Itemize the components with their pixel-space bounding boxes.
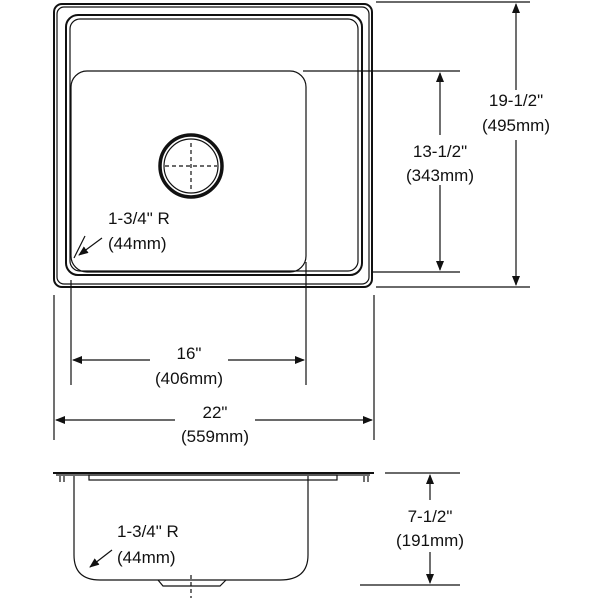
outer-rim-inner-edge	[56, 6, 370, 285]
sink-top-view: 1-3/4" R (44mm)	[53, 3, 373, 288]
overall-depth-in: 19-1/2"	[489, 91, 543, 110]
bowl-width-dimension: 16" (406mm)	[70, 262, 307, 388]
radius-arrow	[78, 237, 103, 256]
drain-icon	[158, 133, 224, 199]
side-radius-mm: (44mm)	[117, 548, 176, 567]
basin-profile	[73, 476, 309, 581]
basin-outline	[70, 70, 307, 273]
top-radius-mm: (44mm)	[108, 234, 167, 253]
top-radius-in: 1-3/4" R	[108, 209, 170, 228]
side-radius-arrow	[89, 549, 113, 568]
inner-rim-edge	[69, 18, 359, 272]
bowl-height-in: 7-1/2"	[408, 507, 453, 526]
drain-profile	[157, 579, 227, 587]
bowl-width-in: 16"	[177, 344, 202, 363]
bowl-depth-in: 13-1/2"	[413, 142, 467, 161]
side-radius-in: 1-3/4" R	[117, 522, 179, 541]
outer-rim	[53, 3, 373, 288]
sink-side-view: 1-3/4" R (44mm)	[53, 472, 374, 598]
overall-depth-mm: (495mm)	[482, 116, 550, 135]
overall-depth-dimension: 19-1/2" (495mm)	[376, 1, 550, 288]
overall-width-dimension: 22" (559mm)	[53, 295, 375, 446]
overall-width-in: 22"	[203, 403, 228, 422]
bowl-height-dimension: 7-1/2" (191mm)	[360, 472, 464, 586]
bowl-width-mm: (406mm)	[155, 369, 223, 388]
rim-flange	[88, 474, 338, 481]
bowl-depth-mm: (343mm)	[406, 166, 474, 185]
bowl-depth-dimension: 13-1/2" (343mm)	[303, 70, 474, 273]
bowl-height-mm: (191mm)	[396, 531, 464, 550]
overall-width-mm: (559mm)	[181, 427, 249, 446]
inner-rim	[65, 14, 363, 276]
